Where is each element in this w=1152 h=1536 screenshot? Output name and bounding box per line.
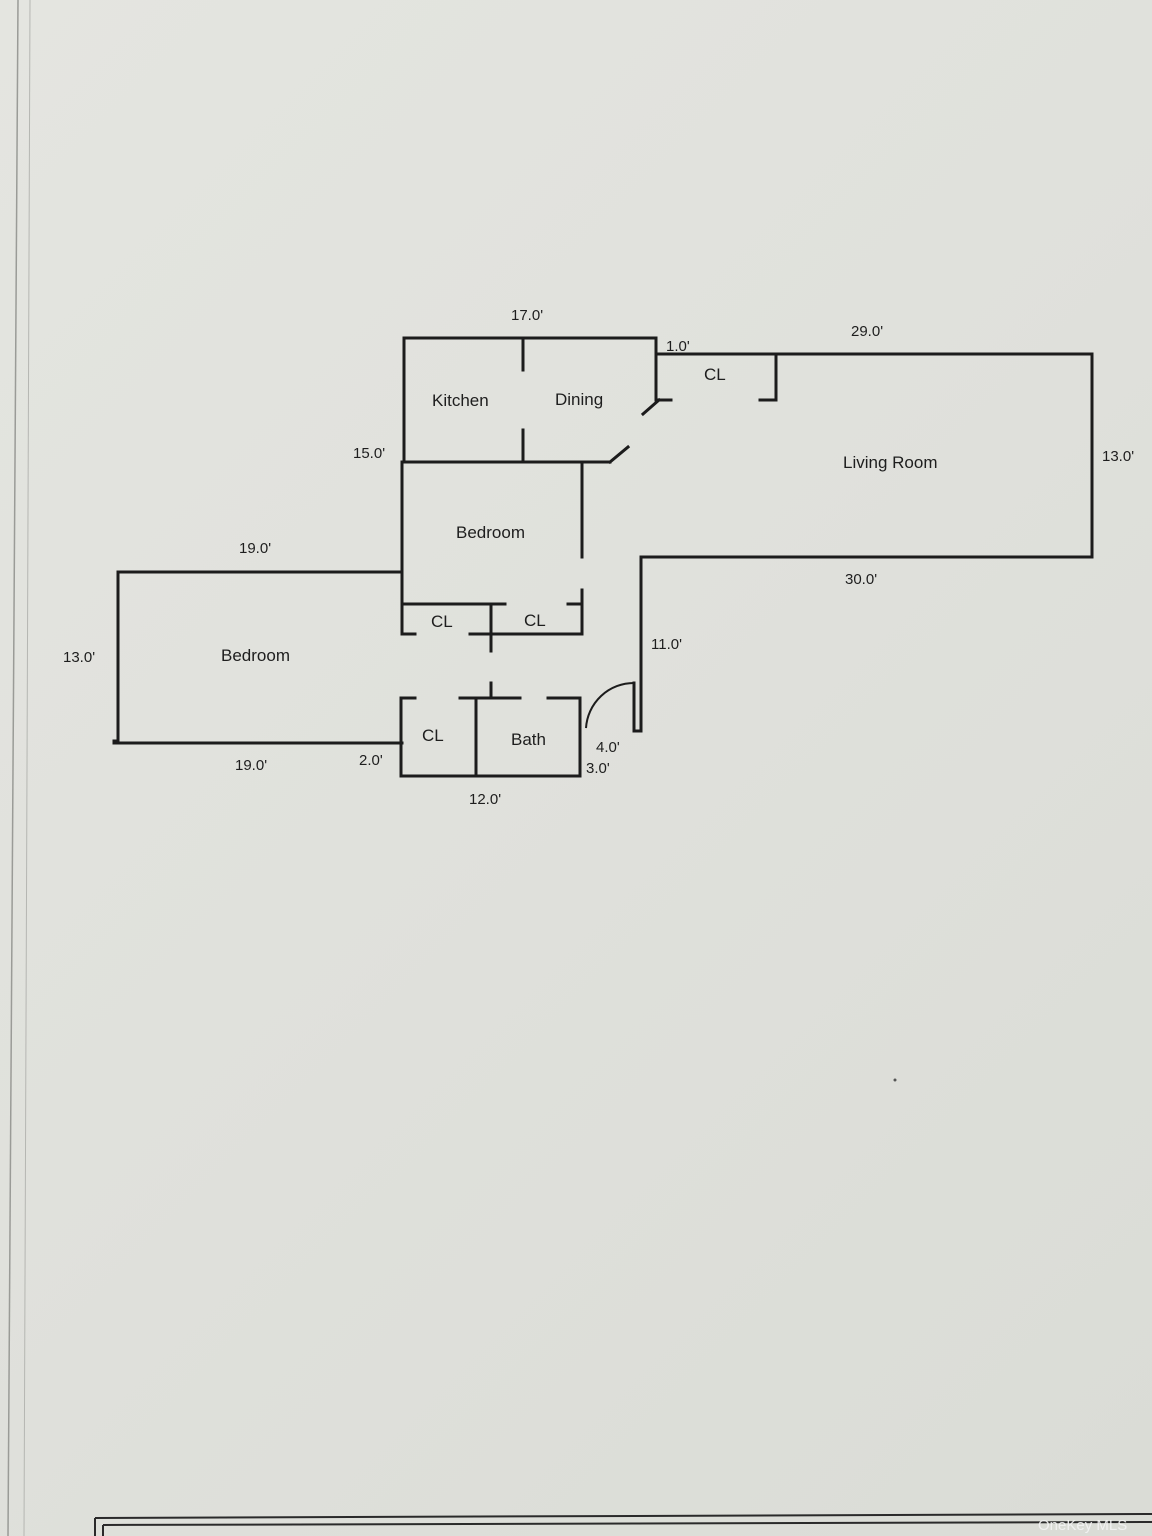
bottom-frame <box>94 1513 1152 1536</box>
dim-entry-width: 4.0' <box>596 739 620 756</box>
room-label-kitchen: Kitchen <box>432 391 489 410</box>
dim-kitchen-width: 17.0' <box>511 307 543 324</box>
door-swing-icon <box>585 681 635 729</box>
living-room-walls <box>632 352 1094 733</box>
dim-bath-step: 3.0' <box>586 760 610 777</box>
dim-hall-height: 11.0' <box>651 636 682 653</box>
bedroom-lower-walls <box>112 570 404 745</box>
watermark: OneKey MLS <box>1038 1517 1127 1534</box>
room-label-dining: Dining <box>555 390 603 409</box>
dim-living-right: 13.0' <box>1102 448 1134 465</box>
dim-living-top: 29.0' <box>851 323 883 340</box>
dim-gap-width: 1.0' <box>666 338 690 355</box>
stray-mark <box>893 1078 897 1082</box>
dim-living-bottom: 30.0' <box>845 571 877 588</box>
room-label-bedroom-upper: Bedroom <box>456 523 525 542</box>
dim-bath-width: 12.0' <box>469 791 501 808</box>
room-label-closet-top: CL <box>704 365 726 384</box>
room-label-closet-mid-left: CL <box>431 612 453 631</box>
dim-bedroom-bottom: 19.0' <box>235 757 267 774</box>
bath-walls <box>399 681 582 778</box>
dim-bedroom-top: 19.0' <box>239 540 271 557</box>
middle-closet-walls <box>400 588 584 653</box>
room-label-living-room: Living Room <box>843 453 938 472</box>
dim-kitchen-height: 15.0' <box>353 445 385 462</box>
dim-step-width: 2.0' <box>359 752 383 769</box>
room-label-closet-mid-right: CL <box>524 611 546 630</box>
paper-edge-line <box>7 0 19 1536</box>
paper-edge-line-inner <box>23 0 31 1536</box>
room-label-bedroom-lower: Bedroom <box>221 646 290 665</box>
room-label-bath: Bath <box>511 730 546 749</box>
dim-bedroom-left: 13.0' <box>63 649 95 666</box>
room-label-closet-bottom: CL <box>422 726 444 745</box>
kitchen-dining-walls <box>402 336 673 465</box>
